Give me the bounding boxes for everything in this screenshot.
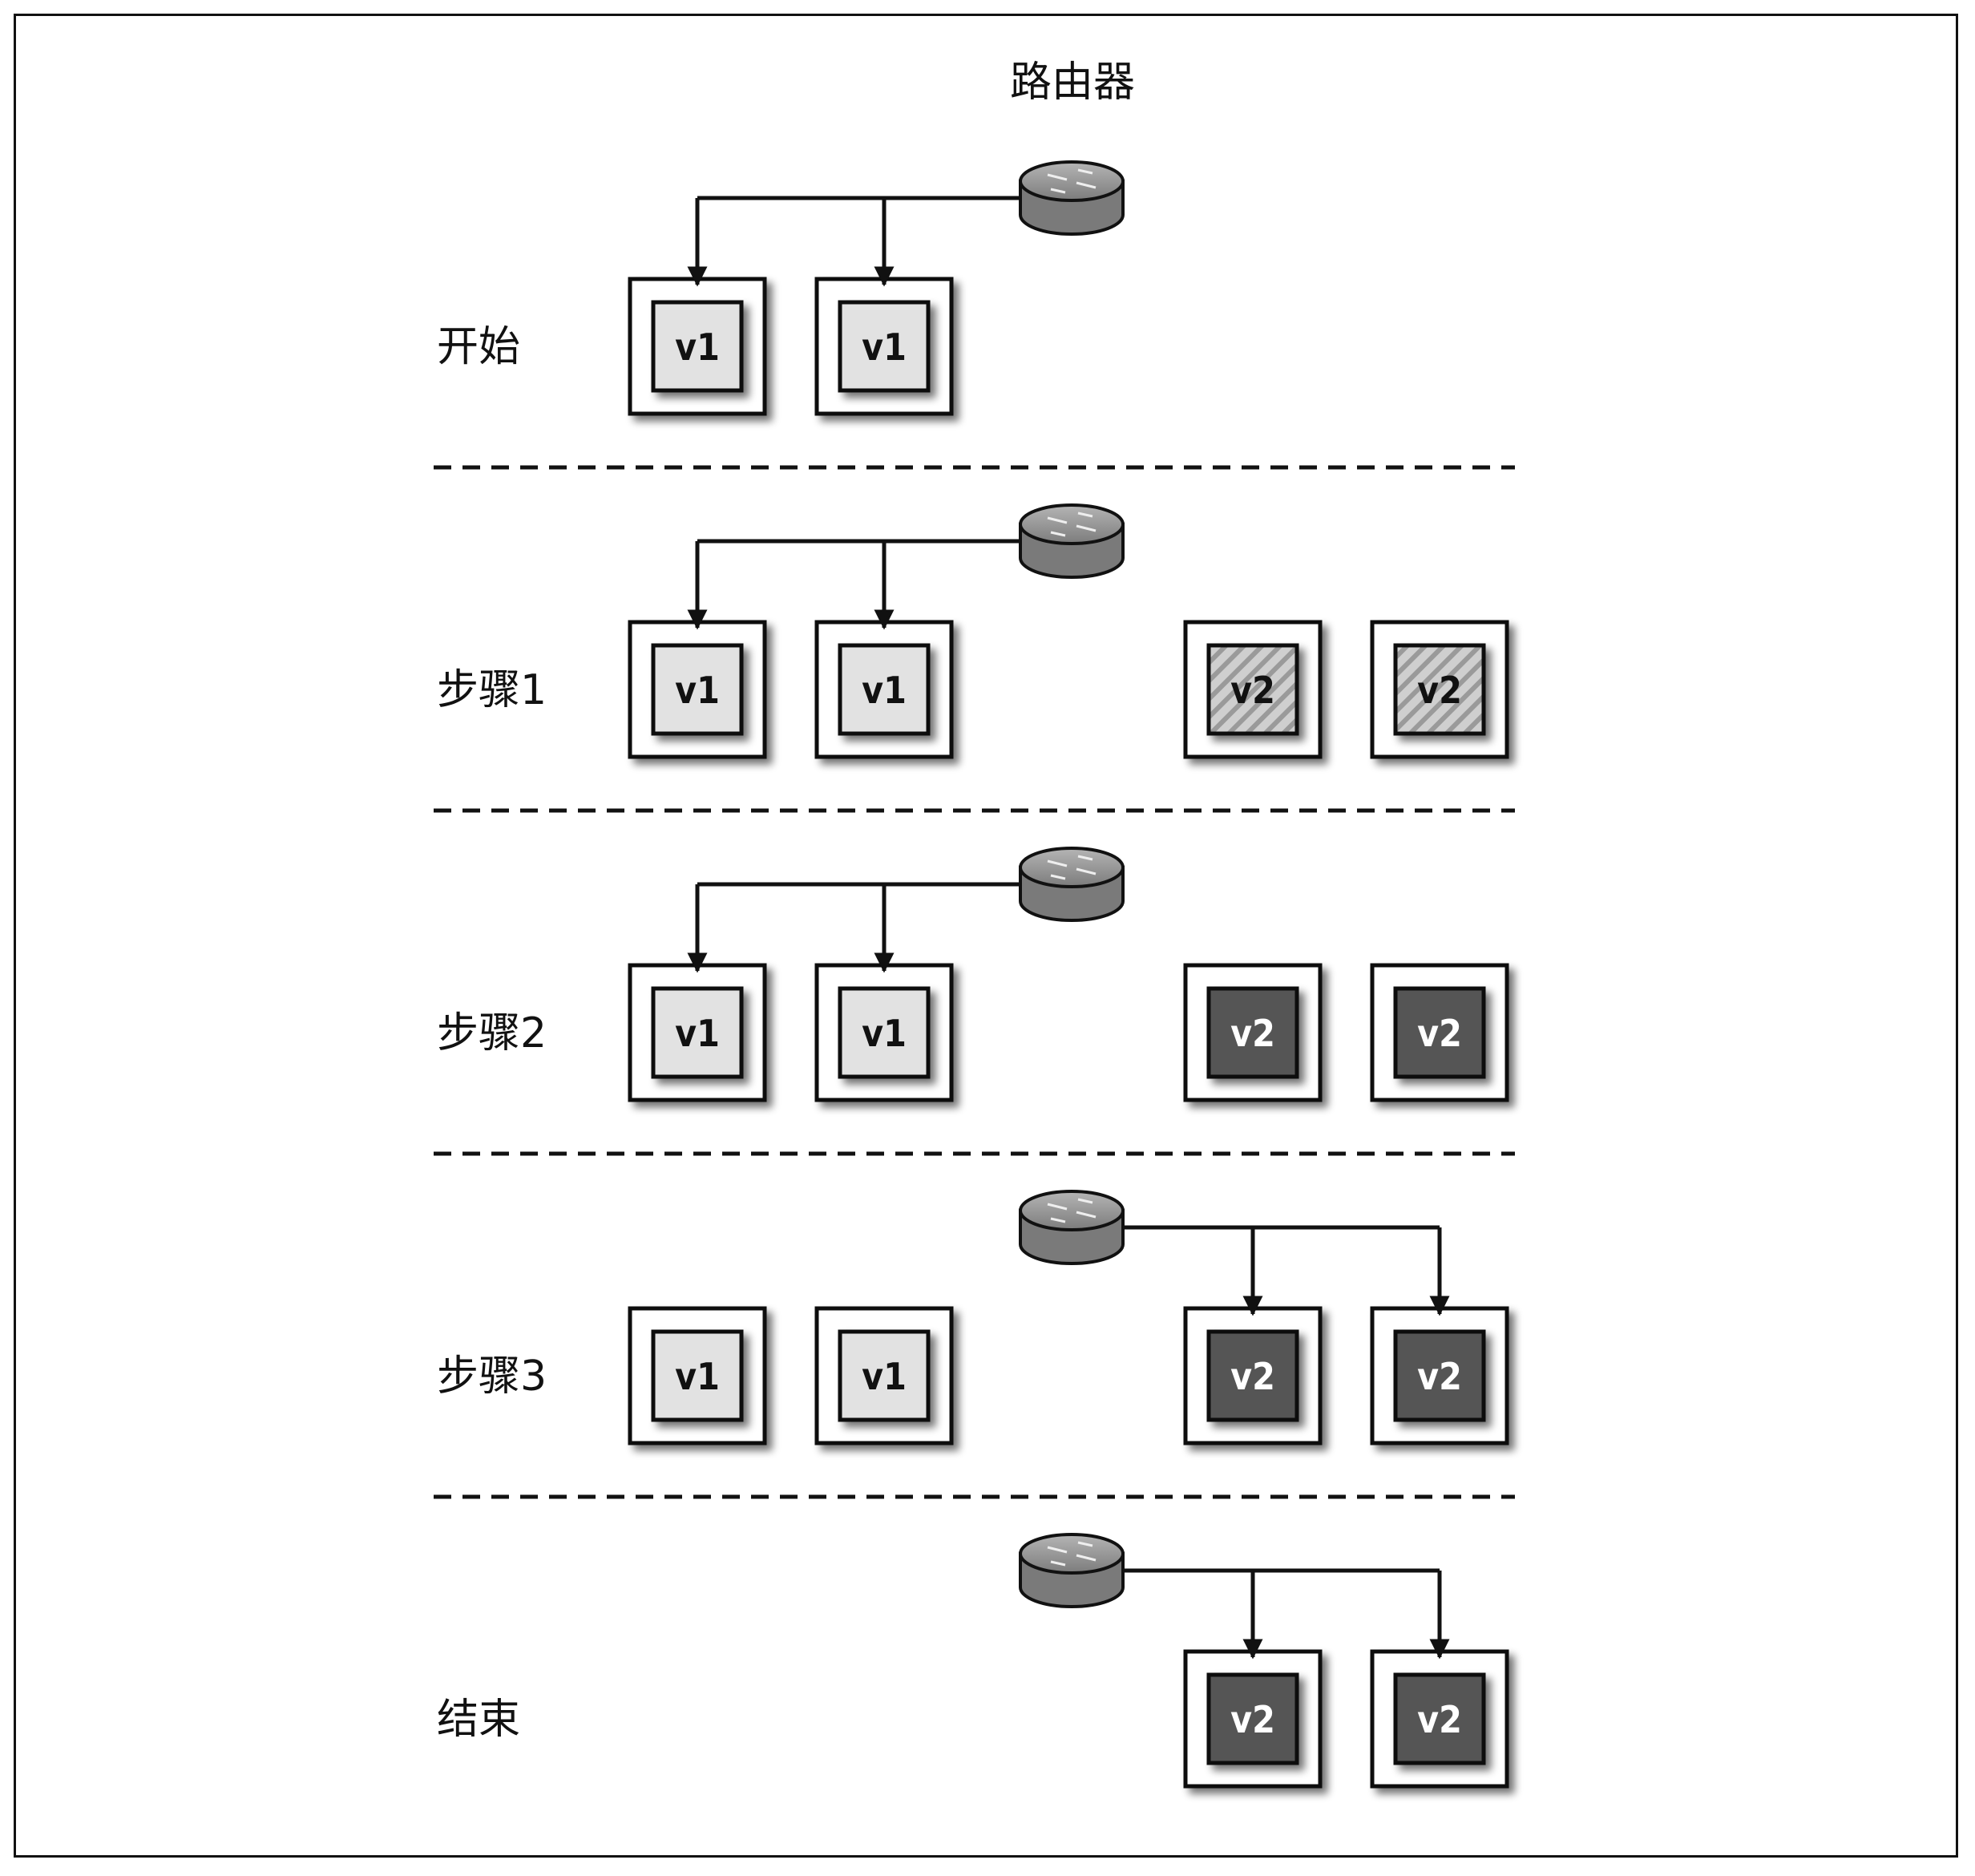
server-v1-old-0: v1 [628,620,767,759]
server-version-label: v1 [862,1012,907,1055]
server-v2-new-0: v2 [1183,1306,1323,1445]
server-v1-old-1: v1 [814,1306,954,1445]
server-v2-new-0: v2 [1183,963,1323,1102]
server-version-label: v1 [675,325,720,369]
row-label: 结束 [437,1696,520,1744]
row-label: 步骤2 [437,1009,547,1057]
server-version-label: v2 [1417,669,1462,712]
server-v1-old-0: v1 [628,277,767,416]
server-version-label: v2 [1417,1698,1462,1741]
server-v2-new-0: v2 [1183,620,1323,759]
router-icon [1019,847,1125,922]
router-title: 路由器 [1010,59,1135,107]
row-label: 步骤3 [437,1352,547,1401]
router-icon [1019,1190,1125,1265]
server-v2-new-1: v2 [1370,620,1509,759]
server-v1-old-0: v1 [628,1306,767,1445]
server-v2-new-1: v2 [1370,963,1509,1102]
server-version-label: v2 [1230,669,1275,712]
routing-lines [1123,1568,1450,1660]
server-version-label: v1 [675,669,720,712]
server-version-label: v1 [862,1355,907,1398]
server-v2-new-0: v2 [1183,1649,1323,1789]
server-version-label: v2 [1230,1355,1275,1398]
server-version-label: v1 [862,669,907,712]
rows: 开始 v1 v1 步骤1 v1 v1 v2 v2 步骤2 v1 v1 v2 v2 步骤3 v1 v1 v2 v2 结… [434,160,1515,1789]
server-version-label: v2 [1417,1355,1462,1398]
server-v1-old-1: v1 [814,963,954,1102]
server-v1-old-1: v1 [814,277,954,416]
diagram-frame [14,14,1958,1858]
server-version-label: v1 [675,1355,720,1398]
routing-lines [687,539,1020,630]
routing-lines [687,882,1020,973]
server-version-label: v2 [1230,1698,1275,1741]
server-v2-new-1: v2 [1370,1306,1509,1445]
server-version-label: v1 [862,325,907,369]
router-icon [1019,503,1125,579]
server-v2-new-1: v2 [1370,1649,1509,1789]
router-icon [1019,1533,1125,1608]
server-v1-old-1: v1 [814,620,954,759]
server-v1-old-0: v1 [628,963,767,1102]
routing-lines [687,196,1020,287]
routing-lines [1123,1225,1450,1316]
row-label: 开始 [437,323,520,371]
server-version-label: v2 [1417,1012,1462,1055]
router-icon [1019,160,1125,236]
row-label: 步骤1 [437,666,547,714]
server-version-label: v2 [1230,1012,1275,1055]
server-version-label: v1 [675,1012,720,1055]
